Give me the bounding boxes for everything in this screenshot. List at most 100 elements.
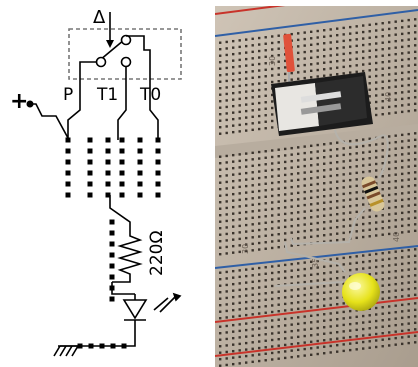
breadboard-hole xyxy=(297,58,300,61)
breadboard-hole xyxy=(401,288,404,292)
breadboard-hole xyxy=(225,303,228,306)
pin-label-t0: T0 xyxy=(139,85,161,105)
breadboard-hole xyxy=(368,253,371,256)
breadboard-hole xyxy=(381,319,384,322)
breadboard-hole xyxy=(251,293,254,297)
grid-dot xyxy=(87,137,93,143)
breadboard-hole xyxy=(401,275,404,279)
breadboard-hole xyxy=(407,77,410,80)
breadboard-hole xyxy=(225,213,228,216)
breadboard-hole xyxy=(368,333,371,336)
breadboard-hole xyxy=(388,174,391,177)
breadboard-hole xyxy=(290,262,293,266)
breadboard-hole xyxy=(323,68,326,71)
grid-dot xyxy=(87,192,93,198)
breadboard-hole xyxy=(297,32,300,35)
breadboard-hole xyxy=(394,78,397,82)
switch-enclosure xyxy=(68,28,182,80)
breadboard-hole xyxy=(271,119,274,123)
breadboard-hole xyxy=(336,337,339,340)
breadboard-hole xyxy=(401,303,404,307)
breadboard-hole xyxy=(232,104,235,108)
row-number: 40 xyxy=(384,92,393,102)
breadboard-hole xyxy=(251,44,254,47)
breadboard-hole xyxy=(290,336,293,339)
breadboard-hole xyxy=(336,40,339,43)
breadboard-hole xyxy=(388,283,391,287)
breadboard-hole xyxy=(303,63,306,67)
breadboard-hole xyxy=(323,169,326,172)
breadboard-hole xyxy=(303,293,306,297)
breadboard-hole xyxy=(336,219,339,222)
breadboard-hole xyxy=(264,346,267,349)
breadboard-hole xyxy=(401,185,404,189)
breadboard-hole xyxy=(329,233,332,236)
breadboard-hole xyxy=(238,224,241,228)
breadboard-hole xyxy=(323,182,326,185)
breadboard-hole xyxy=(219,214,222,217)
breadboard-hole xyxy=(264,326,267,329)
breadboard-hole xyxy=(394,317,397,320)
breadboard-hole xyxy=(277,155,280,158)
breadboard-hole xyxy=(375,61,378,65)
breadboard-hole xyxy=(388,277,391,280)
breadboard-hole xyxy=(323,61,326,64)
breadboard-hole xyxy=(355,315,358,319)
breadboard-hole xyxy=(271,345,274,348)
breadboard-hole xyxy=(219,201,222,204)
breadboard-hole xyxy=(310,314,313,317)
breadboard-hole xyxy=(271,332,274,335)
breadboard-hole xyxy=(349,146,352,149)
breadboard-hole xyxy=(323,74,326,77)
grid-dot xyxy=(105,192,111,198)
breadboard-hole xyxy=(342,317,345,320)
breadboard-hole xyxy=(297,38,300,42)
breadboard-hole xyxy=(368,23,371,26)
breadboard-hole xyxy=(238,185,241,189)
breadboard-hole xyxy=(381,54,384,57)
breadboard-hole xyxy=(238,336,241,339)
breadboard-hole xyxy=(401,218,404,221)
breadboard-hole xyxy=(375,227,378,231)
breadboard-hole xyxy=(407,25,410,28)
breadboard-hole xyxy=(401,32,404,36)
breadboard-hole xyxy=(238,308,241,311)
breadboard-hole xyxy=(232,124,235,127)
breadboard-hole xyxy=(232,251,235,254)
breadboard-hole xyxy=(336,59,339,63)
breadboard-hole xyxy=(290,211,293,215)
breadboard-hole xyxy=(277,200,280,203)
breadboard-hole xyxy=(394,225,397,228)
breadboard-hole xyxy=(264,49,267,52)
breadboard-hole xyxy=(362,327,365,331)
breadboard-hole xyxy=(245,122,248,126)
breadboard-hole xyxy=(284,263,287,267)
breadboard-hole xyxy=(251,63,254,67)
breadboard-hole xyxy=(303,321,306,325)
breadboard-hole xyxy=(290,153,293,156)
breadboard-hole xyxy=(264,127,267,130)
breadboard-hole xyxy=(303,223,306,226)
breadboard-hole xyxy=(238,123,241,127)
breadboard-hole xyxy=(225,193,228,197)
grid-dot xyxy=(109,274,115,280)
breadboard-hole xyxy=(284,66,287,69)
breadboard-hole xyxy=(290,288,293,292)
breadboard-hole xyxy=(394,26,397,30)
breadboard-hole xyxy=(388,324,391,328)
breadboard-hole xyxy=(316,36,319,39)
breadboard-hole xyxy=(381,136,384,139)
breadboard-hole xyxy=(264,285,267,288)
breadboard-hole xyxy=(388,270,391,274)
breadboard-hole xyxy=(258,359,261,363)
breadboard-hole xyxy=(414,210,417,213)
breadboard-hole xyxy=(290,185,293,189)
breadboard-hole xyxy=(362,24,365,27)
breadboard-hole xyxy=(310,177,313,180)
breadboard-hole xyxy=(355,223,358,227)
breadboard-hole xyxy=(303,354,306,357)
grid-dot xyxy=(109,241,115,247)
breadboard-hole xyxy=(277,54,280,57)
breadboard-hole xyxy=(375,306,378,310)
breadboard-hole xyxy=(323,175,326,178)
